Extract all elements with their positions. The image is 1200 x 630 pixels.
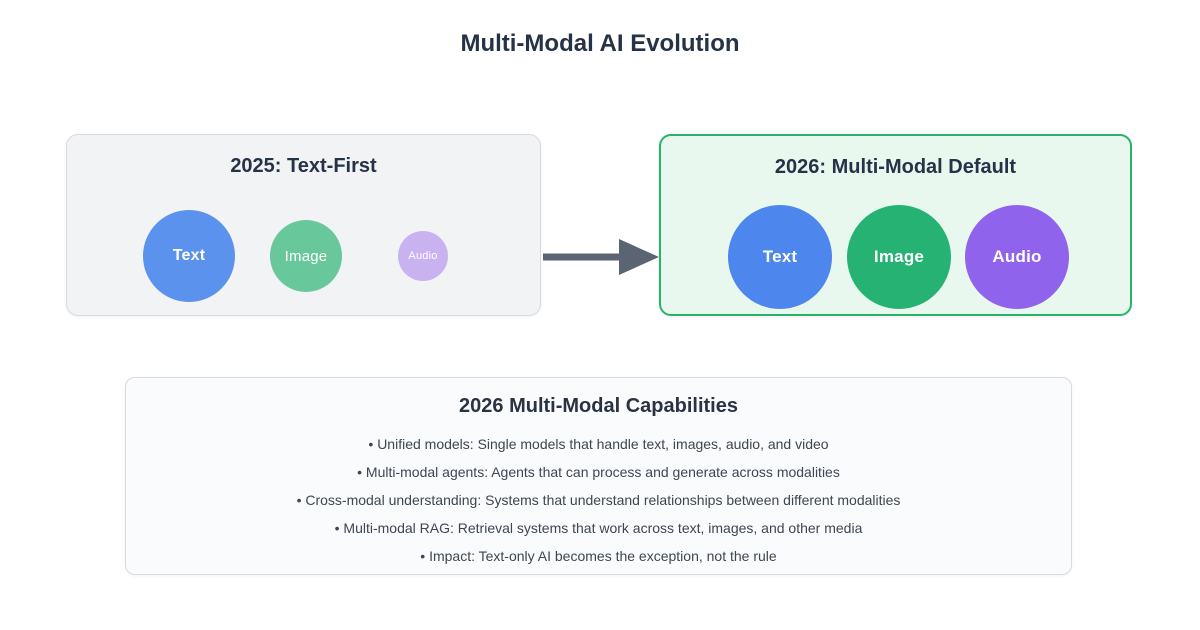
- capability-item: • Cross-modal understanding: Systems tha…: [296, 492, 901, 508]
- circle-2026-image-label: Image: [873, 247, 925, 266]
- capabilities-title: 2026 Multi-Modal Capabilities: [459, 395, 738, 417]
- circle-2026-image: Image: [847, 205, 951, 309]
- circle-2025-audio-label: Audio: [408, 250, 438, 262]
- circle-2025-image-label: Image: [284, 247, 328, 265]
- capability-item: • Multi-modal RAG: Retrieval systems tha…: [334, 520, 863, 536]
- circle-2025-image: Image: [270, 220, 342, 292]
- arrow-head: [619, 239, 659, 275]
- capabilities-list: • Unified models: Single models that han…: [126, 430, 1071, 570]
- circle-2025-audio: Audio: [398, 231, 448, 281]
- capability-item: • Impact: Text-only AI becomes the excep…: [420, 548, 777, 564]
- circle-2026-audio-label: Audio: [992, 247, 1042, 266]
- panel-2025-title: 2025: Text-First: [230, 155, 377, 177]
- circle-2026-text: Text: [728, 205, 832, 309]
- capability-item: • Unified models: Single models that han…: [368, 436, 829, 452]
- panel-2026-multi-modal: 2026: Multi-Modal Default Text Image Aud…: [659, 134, 1132, 316]
- circle-2025-text: Text: [143, 210, 235, 302]
- capability-item: • Multi-modal agents: Agents that can pr…: [357, 464, 840, 480]
- page-title: Multi-Modal AI Evolution: [460, 30, 740, 57]
- arrow-right-icon: [543, 239, 659, 275]
- panel-capabilities: 2026 Multi-Modal Capabilities • Unified …: [125, 377, 1072, 575]
- circle-2026-audio: Audio: [965, 205, 1069, 309]
- circle-2026-text-label: Text: [762, 247, 798, 266]
- circle-2025-text-label: Text: [172, 247, 206, 264]
- panel-2025-text-first: 2025: Text-First Text Image Audio: [66, 134, 541, 316]
- panel-2026-title: 2026: Multi-Modal Default: [774, 156, 1017, 178]
